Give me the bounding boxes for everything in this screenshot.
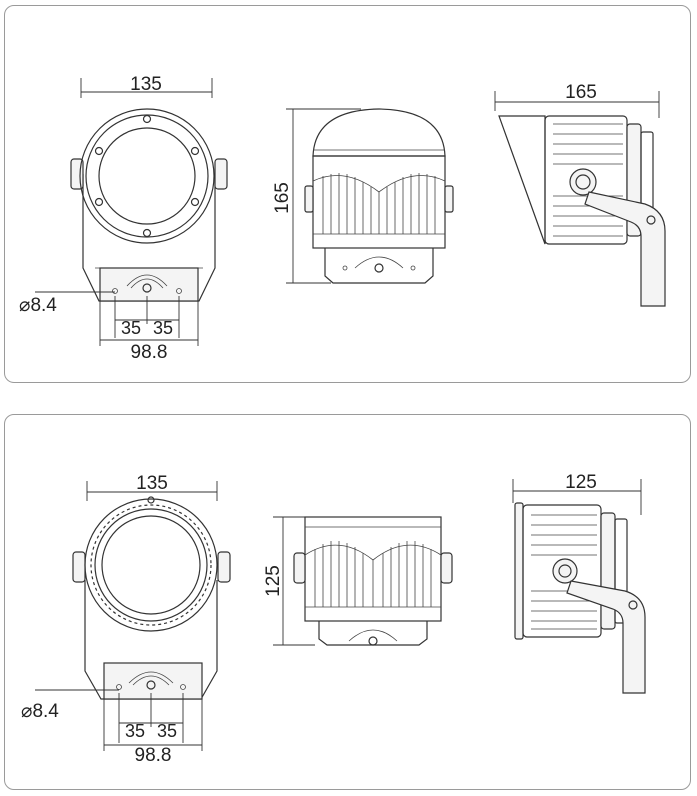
dim-front-width: 135 [136,473,168,494]
mount-hole [116,684,122,690]
adjust-slot [126,274,168,287]
side-knob-left [72,551,86,583]
mount-hole [410,265,416,271]
bezel-screw [190,146,200,156]
profile-fins [531,514,597,630]
pivot-bolt [368,636,378,646]
adjust-slot-inner [130,278,164,289]
head-bezel [85,114,209,238]
tilt-knob-center [558,564,572,578]
mount-hole [176,288,182,294]
bezel-screw [142,228,152,238]
fin-profile [312,175,446,193]
shroud [498,115,546,245]
side-knob-right [217,551,231,583]
side-view: 125 [263,516,453,646]
bezel-screw [190,197,200,207]
dim-hole-spacing-right: 35 [157,721,177,741]
tilt-knob [569,168,597,196]
front-view: 135 ⌀8.4 35 35 [21,473,231,766]
side-knob-right [444,185,454,213]
tilt-knob [552,558,578,584]
dim-profile-depth: 165 [565,82,597,103]
arm-bolt [646,215,656,225]
side-knob-right [440,552,453,584]
dome-cover [312,108,446,157]
bezel-screw [94,146,104,156]
lens [101,515,201,615]
adjust-slot [128,671,174,684]
drawing-panel-bottom: 135 ⌀8.4 35 35 [4,414,691,790]
side-knob-left [304,185,314,213]
dim-hole-spacing-left: 35 [125,721,145,741]
side-knob-right [214,158,228,190]
mount-hole [180,684,186,690]
adjust-slot [354,256,404,269]
mount-hole [112,288,118,294]
dim-base-width: 98.8 [135,745,172,766]
bezel-screw [147,496,155,504]
fin-profile [304,544,442,561]
dim-base-width: 98.8 [131,342,168,363]
dim-hole-spacing-left: 35 [121,318,141,338]
bracket-base [318,621,428,646]
arm-bolt [628,600,638,610]
dim-front-width: 135 [130,74,162,95]
mount-hole [342,265,348,271]
adjust-slot-inner [132,675,170,686]
bezel-screw [94,197,104,207]
adjust-slot [348,629,398,642]
pivot-bolt [146,680,156,690]
side-knob-left [293,552,306,584]
rear-plate [614,518,628,624]
head-outer-ring [84,498,218,632]
heatsink-fins [314,541,432,607]
rear-cap [600,512,616,630]
dim-hole-spacing-right: 35 [153,318,173,338]
bracket-base [324,248,434,284]
dim-side-height: 125 [263,565,284,597]
front-view: 135 ⌀8.4 [19,74,228,363]
pivot-bolt [374,263,384,273]
drawing-canvas-bottom: 135 ⌀8.4 35 35 [21,472,646,766]
drawing-panel-top: 135 ⌀8.4 [4,5,691,383]
profile-view: 165 [494,82,666,307]
mounting-arm [584,191,666,307]
dim-hole-diameter: ⌀8.4 [21,701,59,722]
pivot-bolt [142,283,152,293]
side-view: 165 [272,108,454,284]
dim-profile-depth: 125 [565,472,597,493]
heatsink-fins [322,173,436,234]
lens [98,127,196,225]
dim-side-height: 165 [272,182,293,214]
front-face [514,502,524,640]
mounting-arm [566,580,646,694]
head-bezel [94,508,208,622]
dim-hole-diameter: ⌀8.4 [19,295,57,316]
profile-view: 125 [512,472,646,694]
head-knurl-ring [90,504,212,626]
tilt-knob-center [575,174,591,190]
head-outer-ring [79,108,215,244]
bezel-screw [142,114,152,124]
drawing-canvas-top: 135 ⌀8.4 [19,74,666,363]
